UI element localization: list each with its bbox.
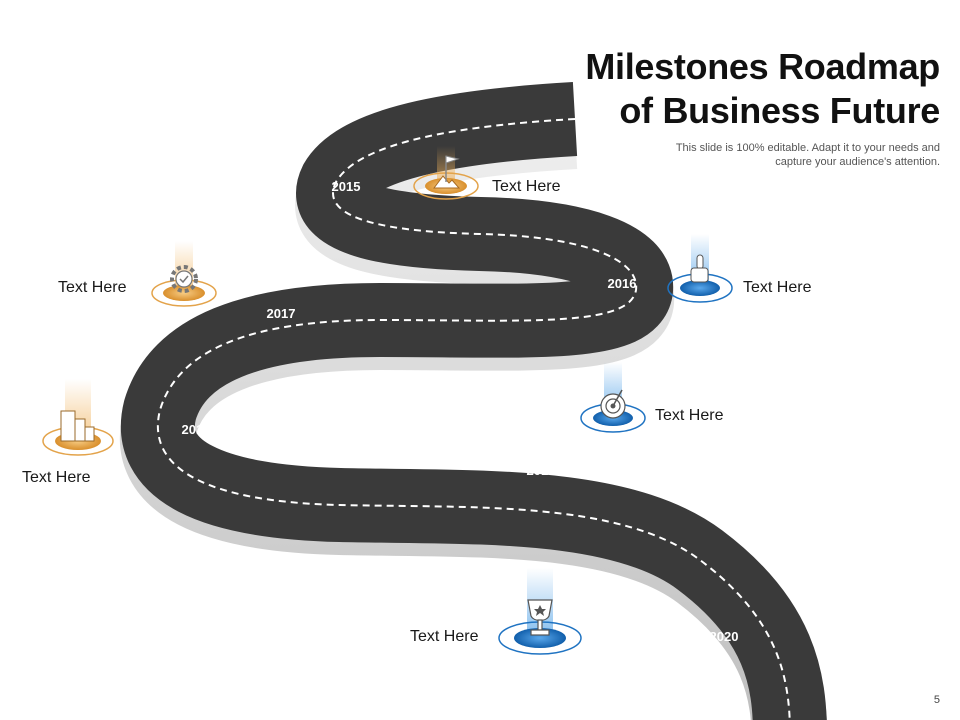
milestone-2016-marker: [668, 234, 732, 302]
milestone-2017-label: Text Here: [58, 279, 126, 297]
page-number: 5: [934, 694, 940, 706]
milestone-2020-label: Text Here: [410, 628, 478, 646]
milestone-2017-marker: [152, 241, 216, 306]
page-subtitle: This slide is 100% editable. Adapt it to…: [620, 141, 940, 169]
year-2018: 2018: [182, 422, 211, 437]
year-2015: 2015: [332, 179, 361, 194]
title-line-1: Milestones Roadmap: [420, 45, 940, 89]
milestone-2019-marker: [581, 362, 645, 432]
trophy-icon: [528, 600, 552, 635]
milestone-2016-label: Text Here: [743, 279, 811, 297]
title-line-2: of Business Future: [420, 89, 940, 133]
milestone-2018-label: Text Here: [22, 469, 90, 487]
page-title: Milestones Roadmap of Business Future: [420, 45, 940, 133]
subtitle-line-1: This slide is 100% editable. Adapt it to…: [620, 141, 940, 155]
milestone-2015-label: Text Here: [492, 178, 560, 196]
year-2020: 2020: [710, 629, 739, 644]
milestone-2020-marker: [499, 568, 581, 654]
year-2016: 2016: [608, 276, 637, 291]
year-2017: 2017: [267, 306, 296, 321]
milestone-2019-label: Text Here: [655, 407, 723, 425]
milestone-2018-marker: [43, 379, 113, 455]
year-2019: 2019: [527, 463, 556, 478]
subtitle-line-2: capture your audience's attention.: [620, 155, 940, 169]
